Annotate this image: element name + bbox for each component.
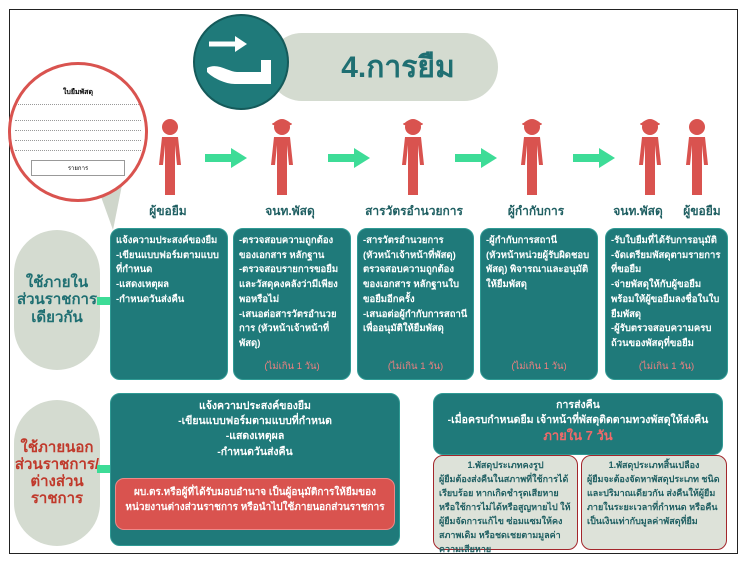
officer-figure — [639, 119, 661, 195]
arrow-right-icon — [573, 148, 615, 168]
time-limit: (ไม่เกิน 1 วัน) — [638, 361, 695, 373]
borrower-figure — [159, 119, 181, 195]
lend-hand-icon — [193, 14, 289, 110]
page-title: 4.การยืม — [341, 50, 455, 84]
role-label: จนท.พัสดุ — [613, 204, 663, 218]
time-limit: (ไม่เกิน 1 วัน) — [511, 361, 567, 373]
arrow-right-icon — [205, 148, 247, 168]
time-limit: (ไม่เกิน 1 วัน) — [387, 361, 444, 373]
connector — [97, 465, 113, 473]
inspector-figure — [402, 119, 424, 195]
step-box-dispense: -รับใบยืมที่ได้รับการอนุมัติ-จัดเตรียมพั… — [605, 228, 728, 380]
form-table-header: รายการ — [31, 160, 125, 176]
role-label: สารวัตรอำนวยการ — [365, 204, 463, 218]
time-limit: (ไม่เกิน 1 วัน) — [264, 361, 320, 373]
role-label: ผู้กำกับการ — [507, 204, 565, 218]
arrow-right-icon — [328, 148, 370, 168]
return-box: การส่งคืน -เมื่อครบกำหนดยืม เจ้าหน้าที่พ… — [433, 393, 723, 455]
step-box-officer: -ตรวจสอบความถูกต้องของเอกสาร หลักฐาน-ตรว… — [233, 228, 351, 380]
officer-figure — [271, 119, 293, 195]
borrower-figure — [686, 119, 708, 195]
connector — [97, 297, 113, 305]
durable-goods-box: 1.พัสดุประเภทคงรูปผู้ยืมต้องส่งคืนในสภาพ… — [433, 455, 578, 554]
superintendent-figure — [521, 119, 543, 195]
return-deadline: ภายใน 7 วัน — [543, 428, 613, 444]
form-magnifier: ใบยืมพัสดุ รายการ — [8, 62, 148, 202]
role-label: ผู้ขอยืม — [683, 204, 721, 218]
external-label: ใช้ภายนอกส่วนราชการ/ต่างส่วนราชการ — [14, 400, 100, 546]
arrow-right-icon — [455, 148, 497, 168]
consumable-goods-box: 1.พัสดุประเภทสิ้นเปลืองผู้ยืมจะต้องจัดหา… — [581, 455, 727, 550]
step-box-request: แจ้งความประสงค์ของยืม-เขียนแบบฟอร์มตามแบ… — [110, 228, 228, 380]
role-label: จนท.พัสดุ — [265, 204, 315, 218]
step-box-superintendent: -ผู้กำกับการสถานี (หัวหน้าหน่วยผู้รับผิด… — [480, 228, 598, 380]
form-heading: ใบยืมพัสดุ — [62, 89, 93, 96]
step-box-inspector: -สารวัตรอำนวยการ (หัวหน้าเจ้าหน้าที่พัสด… — [357, 228, 474, 380]
role-label: ผู้ขอยืม — [149, 204, 187, 218]
title-banner: 4.การยืม — [268, 33, 498, 101]
frame — [9, 9, 738, 554]
approval-box: ผบ.ตร.หรือผู้ที่ได้รับมอบอำนาจ เป็นผู้อน… — [115, 478, 395, 530]
internal-label: ใช้ภายในส่วนราชการเดียวกัน — [14, 230, 100, 370]
